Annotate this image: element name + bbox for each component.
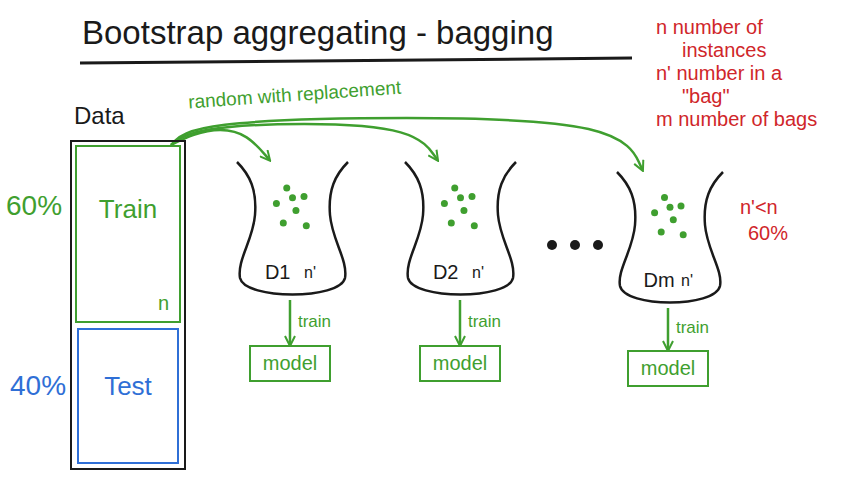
sample-dot	[280, 220, 287, 227]
sample-dot	[289, 194, 296, 201]
edge-label: train	[676, 318, 709, 338]
model-box: model	[627, 350, 709, 387]
split-percent: 60%	[6, 190, 62, 222]
arrow-connector	[171, 124, 438, 160]
sample-dot	[460, 207, 467, 214]
definition-note: m number of bags	[656, 108, 831, 131]
title-underline	[80, 58, 632, 63]
sample-dot	[283, 185, 290, 192]
sample-dot	[678, 202, 685, 209]
ellipsis-dot	[570, 240, 580, 250]
sample-dot	[661, 194, 668, 201]
ellipsis-dot	[593, 240, 603, 250]
arrow-connector	[459, 300, 462, 345]
bag-outline	[235, 160, 350, 300]
sample-dot	[651, 209, 658, 216]
definition-note: n number of instances	[656, 16, 831, 62]
sample-dot	[670, 216, 677, 223]
sample-dot	[457, 194, 464, 201]
split-name: Test	[79, 372, 177, 402]
bag-shape: D1 n'	[235, 160, 350, 300]
sample-dot	[448, 220, 455, 227]
edge-label: train	[298, 312, 331, 332]
definition-note: n' number in a "bag"	[656, 62, 831, 108]
sample-dot	[451, 185, 458, 192]
sample-dot	[441, 200, 448, 207]
sample-dot	[471, 222, 478, 229]
container-heading: Data	[74, 102, 125, 130]
split-name: Train	[77, 195, 179, 225]
bag-size: n'	[304, 264, 316, 282]
model-name: model	[433, 352, 487, 375]
sample-dot	[292, 207, 299, 214]
constraint-note: 60%	[748, 222, 788, 245]
sample-dot	[469, 193, 476, 200]
split-percent: 40%	[10, 370, 66, 402]
connector-group	[171, 118, 668, 350]
arrow-connector	[667, 308, 670, 350]
arrow-connector	[289, 300, 292, 345]
bag-outline-path	[405, 162, 516, 295]
sample-dot	[667, 204, 674, 211]
bag-size: n'	[681, 272, 693, 290]
diagram-title: Bootstrap aggregating - bagging	[82, 14, 554, 52]
model-box: model	[419, 345, 501, 382]
train-split: Train n	[75, 145, 181, 323]
edge-label: train	[468, 312, 501, 332]
bag-shape: D2 n'	[403, 160, 518, 300]
count-symbol: n	[158, 292, 169, 315]
sample-dot	[658, 229, 665, 236]
sample-dot	[680, 231, 687, 238]
bag-name: D2	[433, 261, 459, 284]
sampling-note: random with replacement	[187, 77, 401, 114]
sample-dot	[273, 200, 280, 207]
constraint-note: n'<n	[740, 196, 778, 219]
sample-dot	[303, 222, 310, 229]
model-name: model	[263, 352, 317, 375]
model-box: model	[249, 345, 331, 382]
bag-name: D1	[265, 261, 291, 284]
bag-outline	[403, 160, 518, 300]
sample-dot	[301, 193, 308, 200]
ellipsis-dot	[547, 240, 557, 250]
bag-outline-path	[237, 162, 348, 295]
data-container: DataTrainnTest	[70, 140, 186, 470]
bag-outline-path	[617, 172, 723, 303]
test-split: Test	[77, 328, 179, 464]
model-name: model	[641, 357, 695, 380]
bag-name: Dm	[644, 269, 675, 292]
bag-shape: Dm n'	[615, 170, 725, 308]
bag-size: n'	[472, 264, 484, 282]
